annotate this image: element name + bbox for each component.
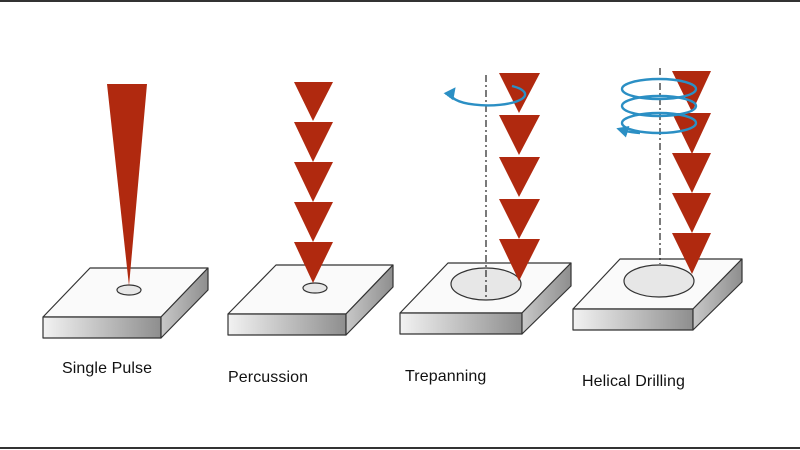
laser-pulse bbox=[672, 153, 711, 193]
label-percussion: Percussion bbox=[228, 369, 309, 386]
label-helical-drilling: Helical Drilling bbox=[582, 373, 685, 390]
laser-pulse bbox=[294, 162, 333, 202]
laser-pulse-train bbox=[672, 71, 711, 274]
laser-pulse bbox=[499, 115, 540, 155]
drilled-hole bbox=[302, 282, 328, 294]
helix-arrow-icon bbox=[616, 77, 698, 138]
laser-pulse bbox=[499, 239, 540, 281]
rotation-arrow-icon bbox=[443, 84, 527, 107]
laser-pulse-train bbox=[499, 73, 540, 281]
laser-pulse bbox=[294, 242, 333, 283]
panel-percussion bbox=[227, 82, 394, 336]
laser-pulse bbox=[672, 193, 711, 233]
laser-pulse bbox=[499, 199, 540, 239]
label-single-pulse: Single Pulse bbox=[62, 360, 153, 377]
workpiece-plate bbox=[42, 267, 209, 339]
laser-pulse bbox=[672, 233, 711, 274]
bottom-border-line bbox=[0, 447, 800, 449]
laser-pulse bbox=[672, 71, 711, 112]
laser-pulse-train bbox=[294, 82, 333, 283]
laser-beam-cone bbox=[107, 84, 147, 286]
panel-trepanning bbox=[399, 73, 572, 335]
laser-pulse bbox=[499, 157, 540, 197]
laser-pulse bbox=[294, 122, 333, 162]
laser-pulse bbox=[294, 202, 333, 242]
drilled-hole bbox=[450, 267, 522, 301]
label-trepanning: Trepanning bbox=[405, 368, 487, 385]
drilled-hole bbox=[623, 264, 695, 298]
laser-pulse bbox=[294, 82, 333, 121]
drilled-hole bbox=[116, 284, 142, 296]
laser-pulse bbox=[499, 73, 540, 113]
panel-single-pulse bbox=[42, 84, 209, 339]
laser-pulse bbox=[672, 113, 711, 154]
panel-helical-drilling bbox=[572, 68, 743, 331]
top-border-line bbox=[0, 0, 800, 2]
